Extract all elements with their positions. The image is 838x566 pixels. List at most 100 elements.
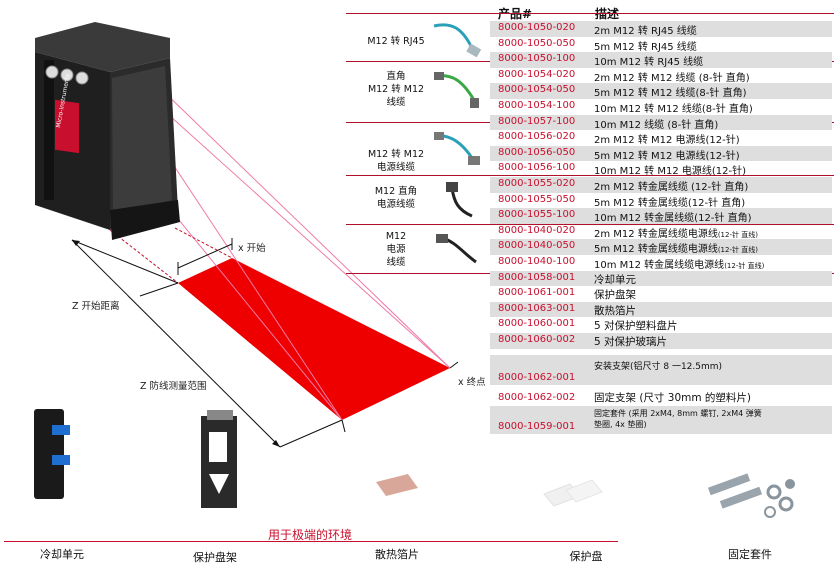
description: 固定套件 (采用 2xM4, 8mm 螺钉, 2xM4 弹簧垫圈, 4x 垫圈) [594, 409, 762, 429]
description: 固定支架 (尺寸 30mm 的塑料片) [594, 392, 752, 404]
description: 2m M12 转 M12 线缆 (8-针 直角) [594, 72, 750, 84]
description: 5m M12 转 M12 电源线(12-针) [594, 150, 740, 162]
part-number: 8000-1056-050 [498, 146, 576, 158]
footer-item-heat-foil: 散热箔片 [375, 548, 419, 561]
description: 5m M12 转金属线缆电源线(12-针 直线) [594, 244, 758, 256]
x-end-label: x 终点 [458, 377, 486, 388]
footer-item-cooling-unit: 冷却单元 [40, 548, 84, 561]
footer-line [4, 541, 618, 542]
table-row: 8000-1062-002 固定支架 (尺寸 30mm 的塑料片) [490, 388, 832, 404]
group-label-rj45: M12 转 RJ45 [367, 36, 425, 47]
description: 冷却单元 [594, 273, 636, 286]
part-number: 8000-1055-020 [498, 178, 576, 189]
footer-item-protective-disc: 保护盘 [569, 550, 603, 563]
x-start-dim [177, 243, 233, 269]
footer-title: 用于极端的环境 [268, 528, 353, 542]
part-number: 8000-1057-100 [498, 115, 576, 127]
z-start-dim [71, 239, 179, 284]
z-start-dim-outer [139, 282, 179, 297]
description: 5 对保护塑料盘片 [594, 320, 678, 333]
part-number: 8000-1054-100 [498, 100, 576, 111]
description: 5m M12 转 M12 线缆(8-针 直角) [594, 88, 747, 100]
table-row: 8000-1063-001 散热箔片 [490, 301, 832, 318]
start-dashed-line [174, 227, 233, 259]
heat-foil-image [376, 474, 418, 496]
table-row: 8000-1050-100 10m M12 转 RJ45 线缆 [490, 52, 832, 68]
description: 10m M12 线缆 (8-针 直角) [594, 119, 719, 131]
part-number: 8000-1061-001 [498, 287, 576, 299]
part-number: 8000-1050-100 [498, 53, 576, 65]
part-number: 8000-1054-020 [498, 68, 576, 80]
description: 2m M12 转金属线缆 (12-针 直角) [594, 182, 749, 193]
power-cable-icon [434, 132, 480, 165]
description: 10m M12 转 M12 线缆(8-针 直角) [594, 104, 753, 115]
laser-field [178, 258, 450, 420]
projection-line [159, 87, 451, 369]
group-label-right-angle-power: M12 直角电源线缆 [374, 186, 418, 210]
protective-disc-image [543, 479, 603, 507]
z-range-dim [71, 239, 281, 448]
table-row: 8000-1062-001 安装支架(铝尺寸 8 一12.5mm) [490, 355, 832, 385]
description: 10m M12 转 M12 电源线(12-针) [594, 166, 747, 178]
part-number: 8000-1060-001 [498, 318, 576, 330]
part-number: 8000-1056-100 [498, 162, 576, 174]
header-part-no: 产品# [498, 7, 533, 21]
table-row: 8000-1056-050 5m M12 转 M12 电源线(12-针) [490, 145, 832, 162]
part-number: 8000-1040-100 [498, 256, 576, 267]
part-number: 8000-1050-020 [498, 22, 576, 33]
group-divider [346, 13, 834, 14]
part-number: 8000-1062-001 [498, 372, 576, 383]
part-number: 8000-1059-001 [498, 421, 576, 432]
part-number: 8000-1040-020 [498, 224, 576, 236]
header-description: 描述 [595, 7, 620, 21]
description: 10m M12 转金属线缆电源线(12-针 直线) [594, 260, 765, 271]
description: 5 对保护玻璃片 [594, 336, 668, 348]
part-number: 8000-1062-002 [498, 392, 576, 403]
table-row: 8000-1054-100 10m M12 转 M12 线缆(8-针 直角) [490, 99, 832, 115]
part-number: 8000-1060-002 [498, 334, 576, 345]
table-row: 8000-1055-020 2m M12 转金属线缆 (12-针 直角) [490, 177, 832, 193]
description: 10m M12 转 RJ45 线缆 [594, 57, 704, 69]
description-note: (12-针 直线) [717, 246, 758, 255]
description: 2m M12 转金属线缆电源线(12-针 直线) [594, 228, 758, 240]
part-number: 8000-1063-001 [498, 302, 576, 314]
z-start-label: Z 开始距离 [72, 301, 120, 312]
description: 5m M12 转金属线缆(12-针 直角) [594, 197, 746, 209]
metal-power-cable-icon [436, 234, 477, 264]
group-divider [346, 175, 834, 176]
rj45-cable-icon [433, 23, 482, 58]
cooling-unit-image [34, 409, 70, 499]
group-divider [346, 224, 834, 225]
mounting-kit-image [707, 473, 795, 518]
z-range-label: Z 防线测量范围 [140, 381, 207, 392]
description-note: (12-针 直线) [717, 230, 758, 239]
table-row: 8000-1055-050 5m M12 转金属线缆(12-针 直角) [490, 193, 832, 209]
right-angle-power-cable-icon [446, 182, 473, 218]
table-row: 8000-1056-100 10m M12 转 M12 电源线(12-针) [490, 161, 832, 177]
part-number: 8000-1054-050 [498, 84, 576, 96]
table-row: 8000-1057-100 10m M12 线缆 (8-针 直角) [490, 114, 832, 131]
description: 安装支架(铝尺寸 8 一12.5mm) [594, 362, 723, 372]
part-number: 8000-1055-050 [498, 193, 576, 205]
part-number: 8000-1056-020 [498, 131, 576, 143]
table-row: 8000-1059-001 固定套件 (采用 2xM4, 8mm 螺钉, 2xM… [490, 406, 832, 434]
start-dashed-line [109, 229, 179, 284]
description: 10m M12 转金属线缆(12-针 直角) [594, 213, 752, 225]
table-row: 8000-1054-020 2m M12 转 M12 线缆 (8-针 直角) [490, 68, 832, 84]
part-number: 8000-1050-050 [498, 37, 576, 49]
footer-item-protective-frame: 保护盘架 [193, 551, 237, 564]
description: 散热箔片 [594, 304, 636, 317]
description-note: (12-针 直线) [724, 262, 765, 270]
table-row: 8000-1060-002 5 对保护玻璃片 [490, 333, 832, 349]
